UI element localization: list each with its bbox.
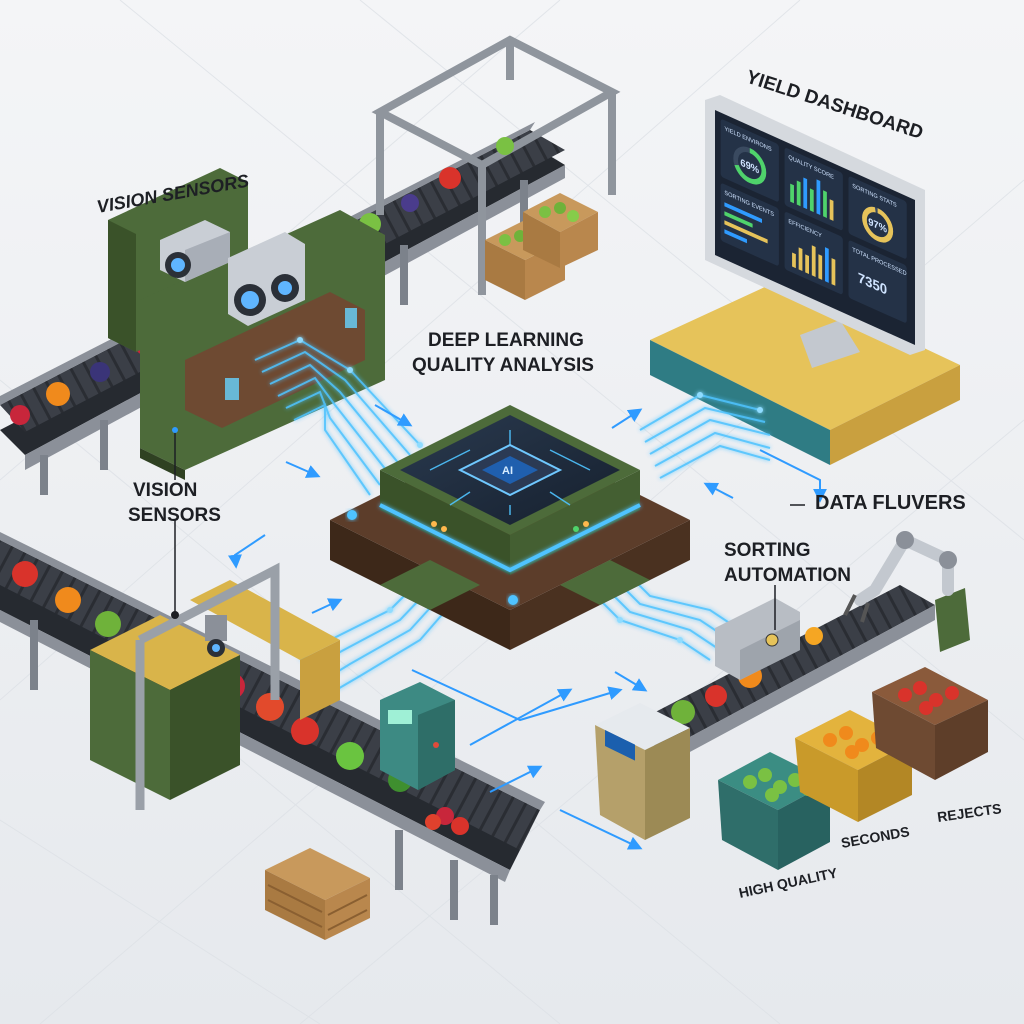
label-sorting-1: SORTING	[724, 540, 811, 561]
top-gantry-frame	[371, 35, 621, 295]
flow-arrows	[228, 404, 827, 850]
sorting-scanner-machine	[595, 703, 690, 840]
label-deep-learning-1: DEEP LEARNING	[428, 330, 584, 351]
yield-gauge-fill	[733, 146, 767, 185]
label-vision-sensors-mid-2: SENSORS	[128, 505, 221, 526]
control-box	[380, 682, 455, 790]
efficiency-bars	[792, 245, 836, 286]
camera-icon	[160, 220, 305, 326]
label-vision-sensors-mid-1: VISION	[133, 480, 197, 501]
leader-dot	[172, 427, 178, 433]
robot-arm-icon	[843, 531, 970, 652]
label-sorting-2: AUTOMATION	[724, 565, 851, 586]
leader-dot	[171, 611, 179, 619]
bin-rejects	[872, 667, 988, 780]
dashboard-screen: YIELD ENVIRONS 69% QUALITY SCORE SORTING…	[720, 119, 907, 323]
ai-chip-icon: AI	[482, 456, 538, 484]
label-deep-learning-2: QUALITY ANALYSIS	[412, 355, 594, 376]
camera-icon	[205, 615, 227, 657]
bin-seconds	[795, 710, 912, 822]
ai-processing-unit	[330, 405, 690, 650]
sorting-event-bars	[724, 202, 768, 244]
bottom-gantry-frame	[135, 562, 280, 810]
ai-chip-label: AI	[502, 465, 513, 477]
status-leds	[347, 510, 589, 605]
leader-lines	[174, 430, 805, 630]
label-data-flows: DATA FLUVERS	[815, 492, 966, 514]
bin-high-quality	[718, 752, 830, 870]
crate-icon	[523, 193, 598, 268]
vision-sensor-station-bottom	[90, 580, 340, 800]
crate-icon	[265, 848, 370, 940]
dashboard-desk	[650, 280, 960, 465]
sorting-gate	[715, 598, 800, 680]
quality-bars	[790, 177, 834, 221]
